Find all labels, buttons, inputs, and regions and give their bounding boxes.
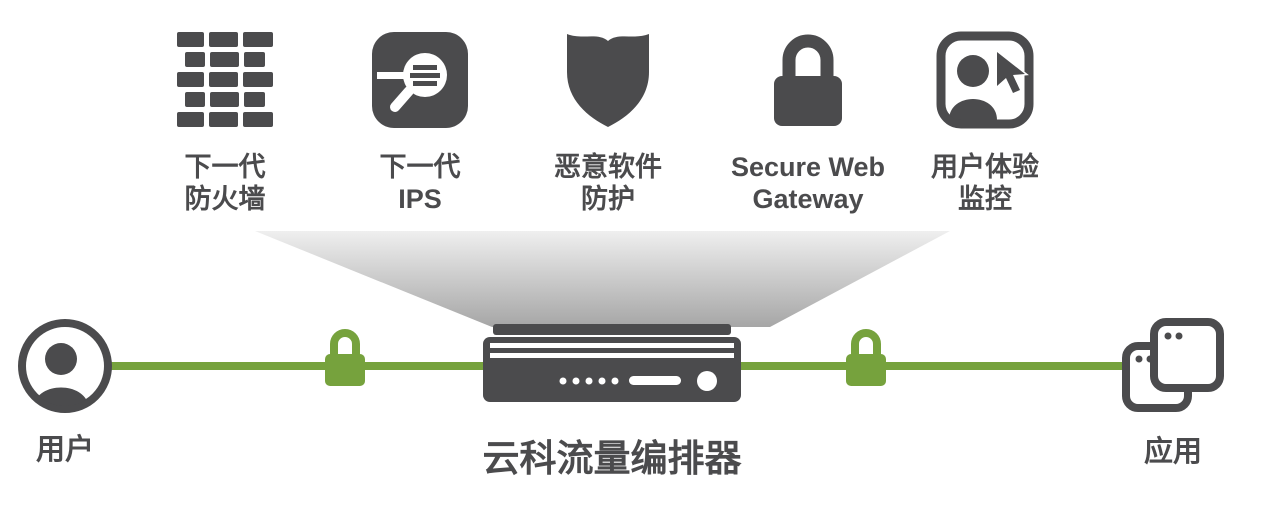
service-label: 下一代 IPS	[310, 152, 530, 216]
service-next-gen-firewall: 下一代 防火墙	[115, 24, 335, 216]
service-label-line1: Secure Web	[730, 152, 886, 182]
green-padlock-right-icon	[840, 327, 892, 394]
server-appliance-icon	[483, 324, 741, 407]
service-label-line1: 用户体验	[931, 152, 1039, 182]
service-label-line1: 恶意软件	[554, 152, 662, 182]
service-label: Secure Web Gateway	[698, 152, 918, 216]
service-malware-protection: 恶意软件 防护	[498, 24, 718, 216]
service-label-line2: IPS	[398, 183, 442, 214]
front-window	[1150, 318, 1224, 392]
service-label-line2: 监控	[958, 183, 1012, 214]
app-label: 应用	[1143, 436, 1202, 468]
user-experience-icon	[875, 24, 1095, 136]
service-next-gen-ips: 下一代 IPS	[310, 24, 530, 216]
service-user-experience-monitoring: 用户体验 监控	[875, 24, 1095, 216]
malware-protection-icon	[498, 24, 718, 136]
green-padlock-left-icon	[319, 327, 371, 394]
user-label: 用户	[35, 434, 94, 466]
ips-icon	[310, 24, 530, 136]
service-label-line2: 防护	[581, 183, 635, 214]
service-label: 下一代 防火墙	[115, 152, 335, 216]
service-label-line2: Gateway	[752, 183, 864, 214]
firewall-icon	[115, 24, 335, 136]
service-label-line1: 下一代	[184, 152, 266, 182]
service-label-line2: 防火墙	[184, 183, 266, 214]
service-label-line1: 下一代	[379, 152, 461, 182]
apps-windows-icon	[1121, 314, 1225, 423]
orchestrator-label: 云科流量编排器	[482, 438, 742, 479]
funnel-beam	[255, 231, 950, 327]
service-secure-web-gateway: Secure Web Gateway	[698, 24, 918, 216]
user-circle-icon	[17, 318, 113, 419]
cursor-arrow-icon	[995, 48, 1029, 95]
secure-web-gateway-icon	[698, 24, 918, 136]
service-label: 恶意软件 防护	[498, 152, 718, 216]
service-label: 用户体验 监控	[875, 152, 1095, 216]
